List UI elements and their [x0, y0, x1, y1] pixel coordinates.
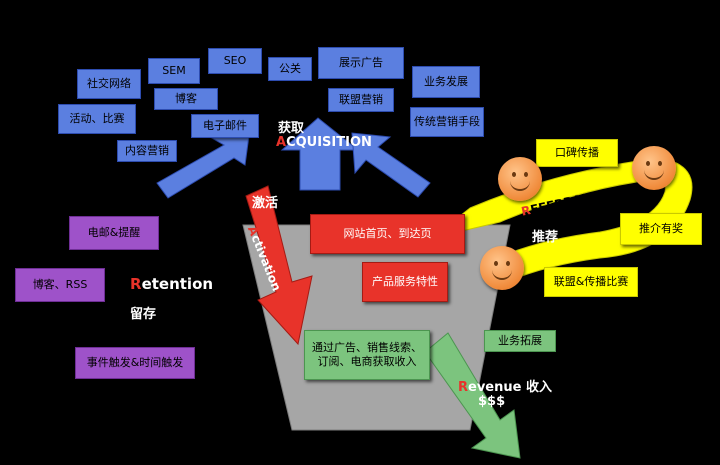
acquisition-center-arrow: [280, 117, 360, 191]
revenue-channels: 通过广告、销售线索、订阅、电商获取收入: [304, 330, 430, 380]
channel-affiliate: 联盟营销: [328, 88, 394, 112]
referral-word-of-mouth: 口碑传播: [536, 139, 618, 167]
acquisition-right-arrow: [351, 132, 431, 198]
channel-events: 活动、比赛: [58, 104, 136, 134]
acquisition-left-arrow: [156, 127, 251, 199]
smiley-face-icon: [480, 246, 524, 290]
channel-email: 电子邮件: [191, 114, 259, 138]
revenue-title: Revenue 收入: [458, 376, 552, 395]
retention-title-initial: R: [130, 275, 142, 293]
channel-blog: 博客: [154, 88, 218, 110]
acquisition-title: ACQUISITION: [276, 135, 372, 150]
revenue-title-initial: R: [458, 380, 469, 395]
retention-email: 电邮&提醒: [69, 216, 159, 250]
channel-social-network: 社交网络: [77, 69, 141, 99]
referral-rewards: 推介有奖: [620, 213, 702, 245]
referral-affiliate-contest: 联盟&传播比赛: [544, 267, 638, 297]
channel-display-ads: 展示广告: [318, 47, 404, 79]
revenue-arrow: [424, 332, 521, 459]
activation-homepage: 网站首页、到达页: [310, 214, 465, 254]
channel-sem: SEM: [148, 58, 200, 84]
activation-arrow: [245, 185, 313, 346]
retention-triggers: 事件触发&时间触发: [75, 347, 195, 379]
smiley-face-icon: [632, 146, 676, 190]
channel-bizdev: 业务发展: [412, 66, 480, 98]
retention-title: Retention: [130, 275, 213, 293]
activation-features: 产品服务特性: [362, 262, 448, 302]
retention-title-rest: etention: [141, 275, 214, 293]
retention-title-cn: 留存: [130, 307, 157, 322]
channel-seo: SEO: [208, 48, 262, 74]
acquisition-title-initial: A: [276, 135, 287, 150]
revenue-bizdev: 业务拓展: [484, 330, 556, 352]
channel-traditional: 传统营销手段: [410, 107, 484, 137]
acquisition-title-rest: CQUISITION: [286, 135, 372, 150]
channel-content: 内容营销: [117, 140, 177, 162]
revenue-title-cn: 收入: [525, 380, 552, 395]
referral-title-cn: 推荐: [532, 230, 559, 245]
acquisition-title-cn: 获取: [278, 121, 305, 136]
channel-pr: 公关: [268, 57, 312, 81]
revenue-title-rest: evenue: [468, 380, 522, 395]
revenue-money: $$$: [478, 394, 506, 409]
smiley-face-icon: [498, 157, 542, 201]
activation-title-cn: 激活: [252, 196, 279, 211]
retention-blog-rss: 博客、RSS: [15, 268, 105, 302]
